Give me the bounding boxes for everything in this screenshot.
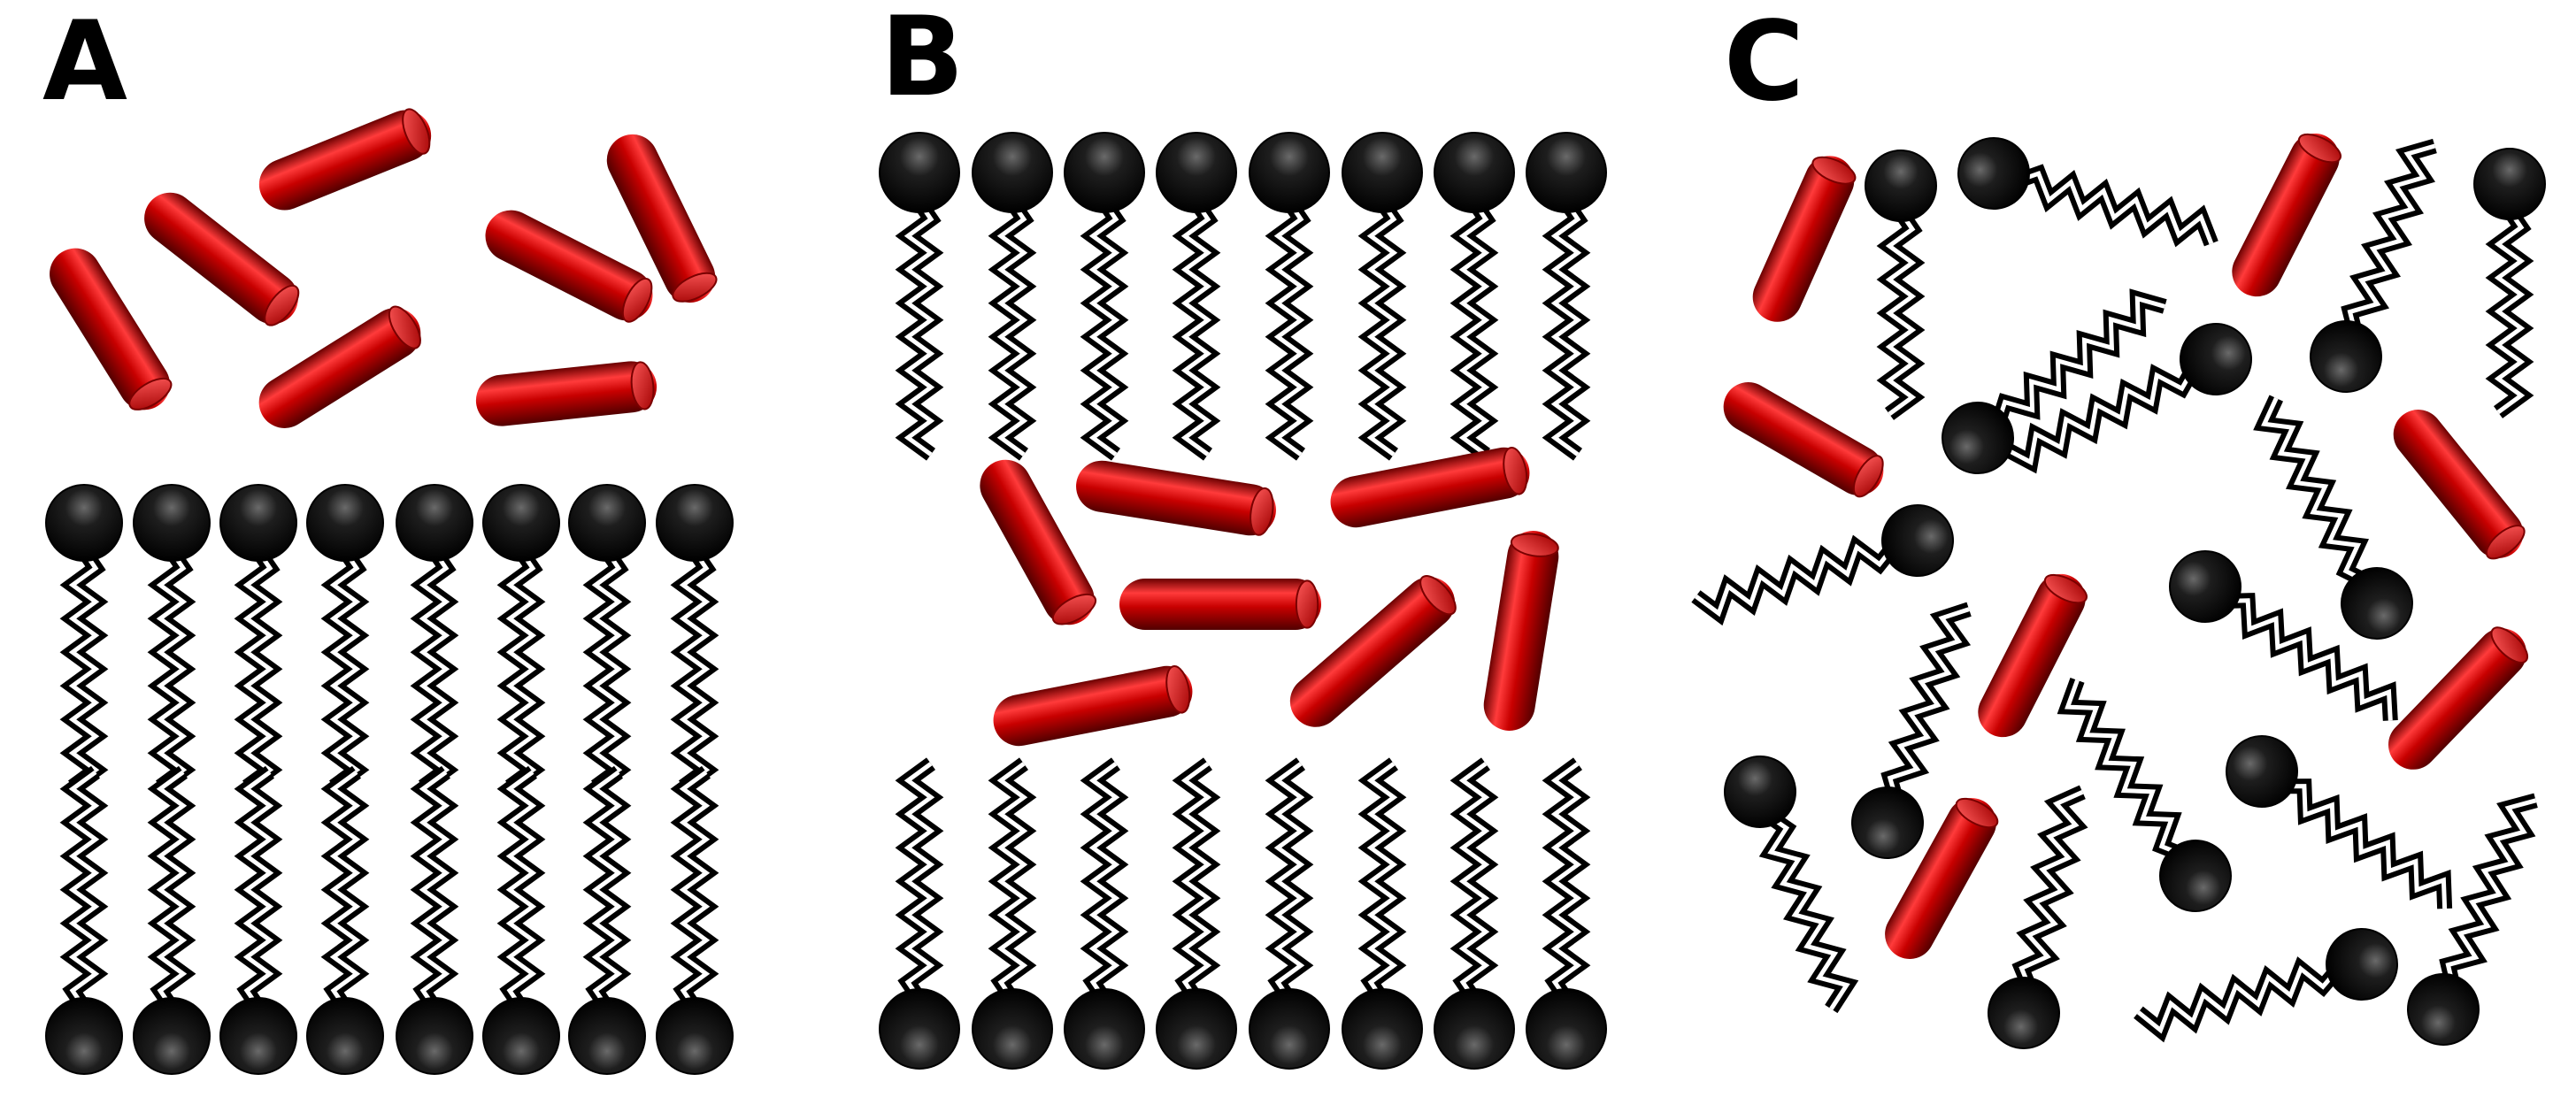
lipid-molecule <box>1957 137 2218 248</box>
lipid-molecule <box>219 765 297 1075</box>
lipid-molecule <box>2002 323 2252 474</box>
lipid-molecule <box>306 765 384 1075</box>
rod-molecule <box>1483 531 1559 731</box>
panel-label-c: C <box>1724 0 1804 126</box>
lipid-molecule <box>219 484 297 794</box>
lipid-molecule <box>1865 150 1937 420</box>
lipid-molecule <box>2134 928 2398 1043</box>
lipid-molecule <box>133 484 211 794</box>
lipid-molecule <box>2407 793 2538 1046</box>
rod-molecule <box>2388 626 2529 770</box>
lipid-molecule <box>2057 677 2232 912</box>
rod-molecule <box>1289 575 1457 727</box>
rod-molecule <box>1978 573 2088 738</box>
rod-molecule <box>1723 382 1884 498</box>
rod-molecule <box>258 305 421 428</box>
panel-b-rods-inserted-in-bilayer <box>879 132 1607 1070</box>
rod-molecule <box>1076 460 1276 536</box>
lipid-molecule <box>879 132 960 461</box>
lipid-molecule <box>568 765 646 1075</box>
lipid-molecule <box>1156 757 1237 1070</box>
lipid-molecule <box>1851 602 1972 859</box>
rod-molecule <box>485 210 653 323</box>
lipid-molecule <box>656 765 734 1075</box>
panel-label-a: A <box>42 0 127 126</box>
lipid-molecule <box>45 765 123 1075</box>
lipid-molecule <box>972 132 1053 461</box>
rod-molecule <box>1119 579 1321 630</box>
lipid-molecule <box>2310 138 2437 393</box>
lipid-molecule <box>1342 757 1423 1070</box>
lipid-molecule <box>1434 757 1515 1070</box>
lipid-molecule <box>1526 132 1607 461</box>
lipid-molecule <box>1156 132 1237 461</box>
lipid-molecule <box>1988 785 2088 1049</box>
lipid-molecule <box>45 484 123 794</box>
rod-molecule <box>993 664 1193 747</box>
lipid-molecule <box>2226 735 2453 909</box>
rod-molecule <box>475 361 657 426</box>
lipid-molecule <box>1434 132 1515 461</box>
lipid-molecule <box>1249 132 1330 461</box>
rod-molecule <box>258 108 432 211</box>
lipid-molecule <box>1342 132 1423 461</box>
lipid-molecule <box>2253 395 2413 640</box>
lipid-molecule <box>133 765 211 1075</box>
lipid-molecule <box>482 765 560 1075</box>
rod-molecule <box>1330 446 1530 528</box>
lipid-molecule <box>396 484 473 794</box>
lipid-molecule <box>879 757 960 1070</box>
lipid-molecule <box>1064 757 1145 1070</box>
lipid-molecule <box>1724 756 1859 1014</box>
lipid-molecule <box>306 484 384 794</box>
lipid-molecule <box>568 484 646 794</box>
lipid-molecule <box>2169 550 2398 721</box>
panel-label-b: B <box>880 0 965 121</box>
rod-molecule <box>2232 133 2341 297</box>
rod-molecule <box>980 459 1097 625</box>
lipid-molecule <box>656 484 734 794</box>
rod-molecule <box>1885 797 1999 959</box>
panel-c-disordered-mixture <box>1691 133 2546 1049</box>
lipid-molecule <box>972 757 1053 1070</box>
lipid-molecule <box>482 484 560 794</box>
panel-a-lipid-bilayer-with-separate-rods <box>45 108 734 1075</box>
lipid-molecule <box>1942 288 2167 474</box>
lipid-molecule <box>1526 757 1607 1070</box>
rod-molecule <box>606 134 718 303</box>
lipid-molecule <box>1249 757 1330 1070</box>
lipid-molecule <box>396 765 473 1075</box>
lipid-molecule <box>2473 148 2546 418</box>
rod-molecule <box>144 192 300 326</box>
rod-molecule <box>2393 410 2526 560</box>
lipid-molecule <box>1691 504 1954 626</box>
rod-molecule <box>50 248 173 410</box>
lipid-molecule <box>1064 132 1145 461</box>
rod-molecule <box>1752 156 1857 322</box>
